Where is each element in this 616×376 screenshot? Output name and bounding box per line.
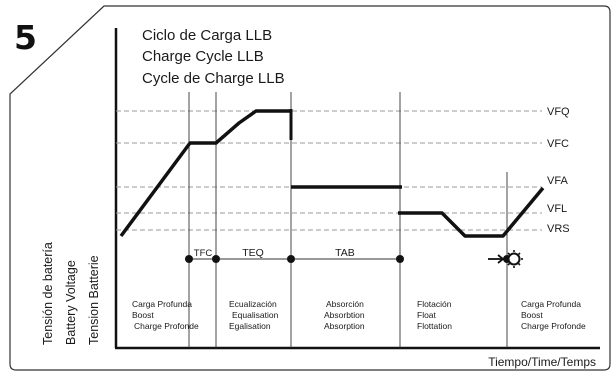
phase-5-es: Carga Profunda	[521, 299, 581, 309]
phase-2-es: Ecualización	[229, 299, 277, 309]
timing-dot-4	[396, 255, 404, 263]
phase-3-fr: Absorption	[324, 321, 365, 331]
label-vfq: VFQ	[547, 106, 570, 118]
sun-icon	[507, 252, 521, 266]
charge-curve	[119, 109, 291, 238]
label-vfc: VFC	[547, 138, 569, 150]
phase-1-fr: Charge Profonde	[134, 321, 199, 331]
phase-5-en: Boost	[521, 310, 543, 320]
level-lines	[116, 110, 542, 231]
segment-label-teq: TEQ	[242, 247, 264, 259]
phase-4-en: Float	[417, 310, 437, 320]
phase-2-text: Ecualización Equalisation Egalisation	[229, 299, 279, 331]
phase-1-es: Carga Profunda	[132, 299, 192, 309]
phase-3-es: Absorción	[326, 299, 364, 309]
phase-5-fr: Charge Profonde	[521, 321, 586, 331]
title-en: Charge Cycle LLB	[142, 48, 264, 65]
label-vrs: VRS	[547, 223, 570, 235]
title-es: Ciclo de Carga LLB	[142, 27, 272, 44]
arrow-head-icon	[497, 254, 505, 264]
phase-2-fr: Egalisation	[229, 321, 271, 331]
float-curve	[398, 186, 545, 238]
phase-5-text: Carga Profunda Boost Charge Profonde	[521, 299, 586, 331]
phase-1-en: Boost	[132, 310, 154, 320]
phase-3-text: Absorción Absorbtion Absorption	[324, 299, 365, 331]
timing-dot-1	[185, 255, 193, 263]
moon-icon	[478, 249, 488, 269]
night-to-day-icon-group	[478, 249, 523, 269]
label-vfl: VFL	[547, 203, 567, 215]
frame-border	[9, 5, 611, 371]
y-axis-label-es: Tensión de batería	[41, 242, 55, 345]
timing-dot-3	[287, 255, 295, 263]
phase-2-en: Equalisation	[232, 310, 279, 320]
sun-rays-icon	[505, 250, 523, 268]
label-vfa: VFA	[547, 175, 568, 187]
segment-label-tfc: TFC	[194, 248, 213, 259]
y-axis-label-fr: Tension Batterie	[87, 255, 101, 345]
phase-4-fr: Flottation	[417, 321, 452, 331]
phase-1-text: Carga Profunda Boost Charge Profonde	[132, 299, 199, 331]
title-fr: Cycle de Charge LLB	[142, 70, 285, 87]
segment-label-tab: TAB	[335, 247, 355, 259]
x-axis-label: Tiempo/Time/Temps	[488, 355, 596, 369]
phase-3-en: Absorbtion	[324, 310, 365, 320]
timing-dot-2	[212, 255, 220, 263]
phase-4-text: Flotación Float Flottation	[417, 299, 452, 331]
y-axis-label-en: Battery Voltage	[64, 260, 78, 345]
figure-number: 5	[14, 18, 37, 57]
phase-4-es: Flotación	[417, 299, 452, 309]
